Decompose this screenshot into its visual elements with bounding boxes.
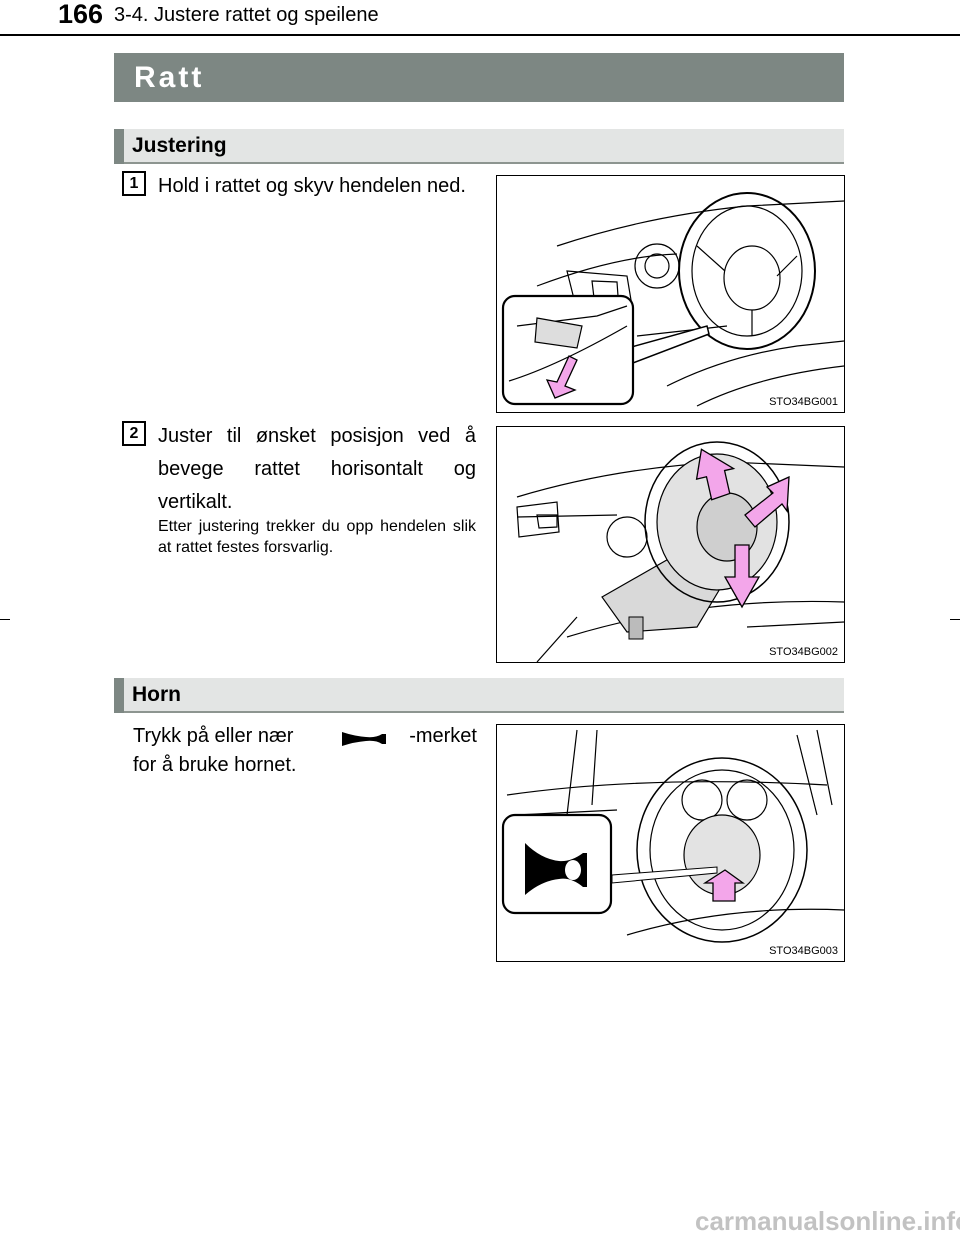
- step-2-text: Juster til ønsket posisjon ved å bevege …: [158, 425, 476, 513]
- figure-code: STO34BG001: [769, 396, 838, 408]
- page-number: 166: [57, 0, 103, 29]
- section-header-accent: [114, 678, 124, 713]
- section-header-accent: [114, 129, 124, 164]
- horn-location-illustration: [501, 729, 844, 943]
- figure-horn: STO34BG003: [496, 724, 845, 962]
- horn-icon: [340, 728, 390, 750]
- horn-text-after: -merket: [409, 725, 477, 747]
- page-title-bar: Ratt: [114, 53, 844, 102]
- watermark: carmanualsonline.info: [695, 1206, 960, 1236]
- figure-wheel-adjustment: STO34BG002: [496, 426, 845, 663]
- figure-code: STO34BG002: [769, 646, 838, 658]
- figure-code: STO34BG003: [769, 945, 838, 957]
- page-title: Ratt: [134, 61, 205, 94]
- step-number-1: 1: [122, 171, 146, 196]
- crop-mark-right: [950, 619, 960, 620]
- section-header-horn: Horn: [114, 678, 844, 713]
- header-divider: [0, 34, 960, 36]
- section-breadcrumb: 3-4. Justere rattet og speilene: [114, 4, 379, 26]
- figure-lever-push-down: STO34BG001: [496, 175, 845, 413]
- step-1-text: Hold i rattet og skyv hendelen ned.: [158, 175, 466, 197]
- crop-mark-left: [0, 619, 10, 620]
- horn-text-before: Trykk på eller nær: [133, 725, 294, 747]
- section-heading: Justering: [132, 134, 227, 157]
- steering-wheel-lever-illustration: [501, 192, 844, 407]
- step-number-2: 2: [122, 421, 146, 446]
- step-2-note: Etter justering trekker du opp hendelen …: [158, 518, 476, 556]
- section-heading: Horn: [132, 683, 181, 706]
- horn-text-line1: Trykk på eller nær -merket: [133, 720, 477, 753]
- horn-text-line2: for å bruke hornet.: [133, 754, 297, 776]
- section-header-justering: Justering: [114, 129, 844, 164]
- steering-wheel-adjust-illustration: [516, 441, 844, 662]
